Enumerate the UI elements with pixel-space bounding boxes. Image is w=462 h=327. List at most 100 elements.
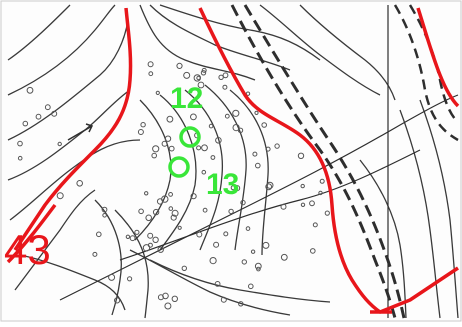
- contour-line: [7, 19, 129, 141]
- terrain-dot: [176, 62, 183, 70]
- trail-lines: [59, 4, 459, 319]
- terrain-dot: [210, 155, 216, 160]
- terrain-dot: [96, 231, 102, 238]
- terrain-dot: [200, 70, 207, 76]
- terrain-dot: [152, 236, 159, 244]
- contour-line: [114, 209, 149, 319]
- terrain-dot: [147, 61, 154, 68]
- dashed-trail: [243, 4, 406, 319]
- terrain-dot: [17, 140, 23, 147]
- terrain-dot: [161, 195, 169, 203]
- contour-line: [9, 139, 141, 221]
- terrain-dot: [51, 110, 58, 117]
- terrain-dot: [222, 72, 229, 79]
- terrain-dot: [309, 200, 315, 207]
- terrain-dot: [214, 281, 221, 287]
- terrain-dot: [161, 140, 168, 147]
- boundary-line: [13, 7, 133, 251]
- terrain-dot: [76, 180, 83, 187]
- boundary-line: [416, 7, 460, 108]
- terrain-dot: [208, 123, 214, 129]
- terrain-dot: [101, 206, 108, 213]
- terrain-dot: [168, 192, 174, 197]
- terrain-dot: [240, 199, 246, 206]
- terrain-dot: [224, 113, 230, 119]
- terrain-dot: [108, 273, 116, 281]
- terrain-dots: [17, 61, 330, 310]
- terrain-dot: [196, 231, 203, 238]
- terrain-dot: [265, 183, 273, 191]
- terrain-dot: [280, 253, 288, 261]
- contour-line: [259, 4, 381, 96]
- contour-line: [159, 4, 321, 61]
- marker-label: 12: [170, 82, 203, 115]
- terrain-dot: [254, 162, 261, 169]
- terrain-dot: [151, 152, 157, 159]
- terrain-dot: [44, 104, 51, 111]
- contour-line: [7, 4, 71, 61]
- terrain-dot: [157, 294, 164, 301]
- terrain-dot: [213, 241, 220, 248]
- terrain-dot: [152, 208, 160, 216]
- map-marker-13[interactable]: 13: [168, 156, 239, 201]
- terrain-dot: [142, 244, 151, 252]
- marker-ring-icon: [168, 156, 190, 178]
- terrain-dot: [164, 302, 172, 310]
- terrain-dot: [297, 152, 305, 160]
- terrain-dot: [57, 141, 62, 147]
- terrain-dot: [114, 297, 121, 304]
- terrain-dot: [26, 86, 34, 94]
- terrain-dot: [138, 208, 144, 215]
- terrain-dot: [22, 120, 29, 127]
- terrain-dot: [171, 209, 179, 217]
- terrain-dot: [232, 109, 240, 117]
- terrain-dot: [181, 265, 188, 271]
- contour-line: [7, 4, 116, 96]
- terrain-dot: [102, 213, 107, 218]
- terrain-dot: [223, 231, 229, 237]
- terrain-dot: [238, 301, 244, 307]
- terrain-dot: [35, 113, 42, 120]
- contour-line: [299, 4, 396, 101]
- marker-ring-icon: [179, 126, 201, 148]
- terrain-dot: [250, 249, 256, 254]
- terrain-dot: [145, 214, 152, 222]
- terrain-dot: [209, 257, 217, 265]
- contour-line: [134, 99, 172, 241]
- contour-line: [149, 4, 291, 71]
- terrain-dot: [220, 296, 227, 303]
- terrain-dot: [147, 232, 154, 239]
- terrain-dot: [177, 225, 182, 230]
- terrain-dot: [168, 206, 174, 211]
- contour-line: [399, 109, 441, 319]
- contour-line: [419, 99, 459, 319]
- boundary-lines: [6, 7, 460, 314]
- map-marker-12[interactable]: 12: [170, 82, 203, 148]
- terrain-dot: [228, 208, 234, 215]
- dashed-trail: [230, 4, 397, 319]
- marker-label: 13: [206, 168, 239, 201]
- terrain-dot: [147, 242, 153, 248]
- terrain-dot: [190, 113, 197, 121]
- terrain-dot: [218, 74, 224, 81]
- contour-line: [19, 254, 126, 311]
- terrain-dot: [196, 145, 202, 151]
- terrain-dot: [300, 183, 305, 189]
- terrain-dot: [201, 67, 207, 73]
- terrain-dot: [56, 192, 64, 200]
- terrain-dot: [168, 145, 175, 152]
- terrain-dot: [148, 71, 154, 77]
- terrain-dot: [252, 151, 258, 157]
- dashed-trail: [408, 4, 459, 123]
- terrain-dot: [166, 115, 174, 123]
- terrain-dot: [262, 241, 270, 249]
- contour-line: [94, 199, 122, 316]
- contour-line: [159, 94, 197, 251]
- terrain-dot: [254, 110, 259, 116]
- terrain-dot: [245, 226, 251, 231]
- dashed-trail: [393, 4, 459, 142]
- terrain-dot: [266, 181, 274, 189]
- terrain-dot: [140, 122, 146, 128]
